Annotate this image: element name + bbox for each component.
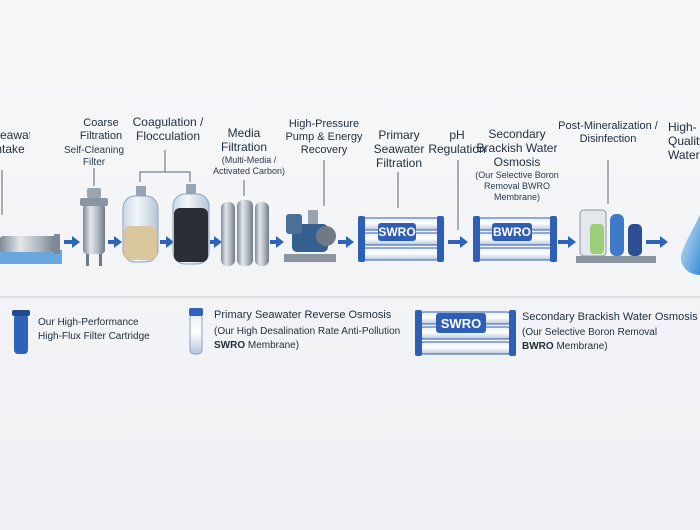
label-secondary: Secondary Brackish Water Osmosis [476,127,558,169]
coag-bracket [139,171,191,182]
label-product: High-Quality Water Production [668,120,700,162]
legend-primary-title: Primary Seawater Reverse Osmosis [214,309,392,321]
arrow-2 [108,236,122,248]
label-postmin: Post-Mineralization / Disinfection [558,120,658,145]
water-drop-icon [681,215,700,275]
label-media-sub: (Multi-Media / Activated Carbon) [212,155,286,176]
self-cleaning-filter [80,188,108,266]
flocculation-tank [172,184,210,265]
post-mineralization-unit [576,209,656,263]
label-ph: pH Regulation [428,128,486,156]
label-pump: High-Pressure Pump & Energy Recovery [285,118,363,156]
legend-cartridge-line2: High-Flux Filter Cartridge [38,331,150,342]
legend-primary-desc2-row: SWRO Membrane) [214,339,299,352]
coagulation-tank [122,186,159,263]
bwro-modules [473,216,557,262]
arrow-3 [160,236,174,248]
high-pressure-pump [284,210,336,262]
label-primary: Primary Seawater Filtration [373,128,425,170]
legend-secondary-desc2-row: BWRO Membrane) [522,340,608,353]
swro-membrane-icon [189,308,203,355]
intake-pipe [0,234,62,264]
arrow-4 [210,236,222,248]
media-filter-columns [221,200,269,266]
label-coagulation: Coagulation / Flocculation [132,115,204,143]
legend-secondary-desc2: Membrane) [556,341,608,352]
arrow-9 [646,236,668,248]
swro-modules [358,216,444,262]
arrow-8 [558,236,576,248]
legend-secondary-bold: BWRO [522,341,554,352]
cartridge-icon [12,310,30,354]
legend-primary-desc1: (Our High Desalination Rate Anti-Polluti… [214,326,401,337]
legend-primary-desc2: Membrane) [247,340,300,351]
label-secondary-sub: (Our Selective Boron Removal BWRO Membra… [475,170,559,202]
label-coarse: Coarse Filtration [79,117,123,142]
bwro-badge: BWRO [493,225,531,239]
arrow-7 [448,236,468,248]
arrow-6 [338,236,354,248]
arrow-1 [64,236,80,248]
label-coarse-sub: Self-Cleaning Filter [63,145,125,168]
legend-secondary-desc1: (Our Selective Boron Removal [522,327,658,338]
label-media: Media Filtration [220,126,267,154]
legend-primary-bold: SWRO [214,340,246,351]
legend-swro-badge: SWRO [440,316,482,331]
flow-arrows [64,236,668,248]
label-intake: Seawater Intake [0,128,30,156]
arrow-5 [270,236,284,248]
swro-badge: SWRO [378,225,416,239]
legend-cartridge-line1: Our High-Performance [38,317,139,328]
legend-secondary-title: Secondary Brackish Water Osmosis [522,311,698,323]
legend-membrane-stack [415,310,516,356]
